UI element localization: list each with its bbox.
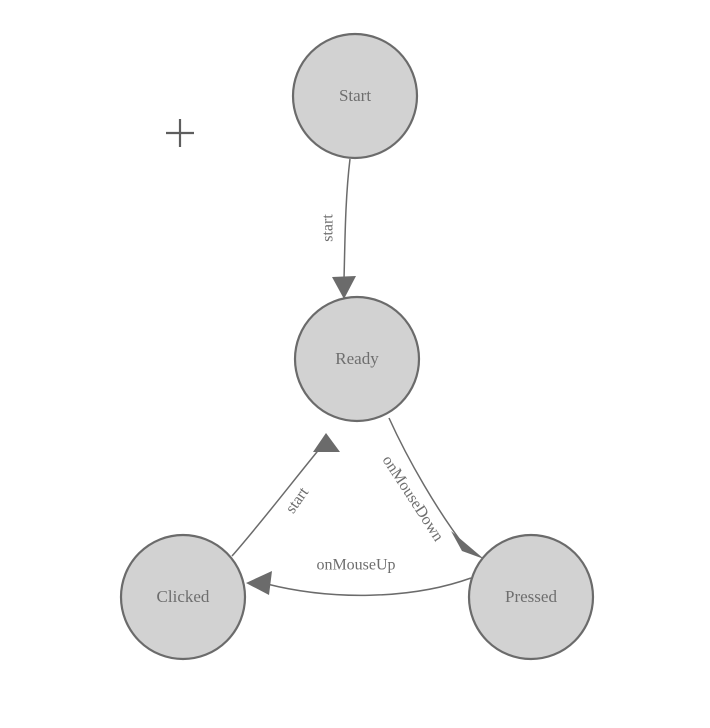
edge-ready-to-pressed[interactable]: onMouseDown xyxy=(379,417,484,559)
edge-ready-to-pressed-arrowhead xyxy=(451,531,484,559)
edge-pressed-to-clicked-path xyxy=(266,577,472,597)
edge-clicked-to-ready[interactable]: start xyxy=(231,433,340,557)
node-start-label: Start xyxy=(339,86,371,105)
edge-clicked-to-ready-path xyxy=(231,440,327,557)
node-ready-label: Ready xyxy=(335,349,379,368)
edge-label-pressed-to-clicked: onMouseUp xyxy=(316,557,395,574)
node-pressed-label: Pressed xyxy=(505,587,557,606)
edge-pressed-to-clicked[interactable]: onMouseUp xyxy=(246,557,472,597)
edge-pressed-to-clicked-arrowhead xyxy=(246,571,272,595)
node-clicked-circle[interactable] xyxy=(119,533,247,661)
node-ready-circle[interactable] xyxy=(293,295,421,423)
edge-start-to-ready-path xyxy=(343,158,351,280)
edge-label-start-to-ready: start xyxy=(320,214,337,242)
edge-start-to-ready[interactable]: start xyxy=(320,158,356,299)
node-clicked[interactable]: Clicked xyxy=(119,533,247,661)
node-clicked-label: Clicked xyxy=(157,587,210,606)
node-pressed-circle[interactable] xyxy=(467,533,595,661)
node-start[interactable]: Start xyxy=(291,32,419,160)
edge-start-to-ready-arrowhead xyxy=(332,276,356,299)
edge-clicked-to-ready-arrowhead xyxy=(313,433,340,452)
plus-marker-icon xyxy=(166,119,194,147)
edge-ready-to-pressed-path xyxy=(388,417,467,549)
node-start-circle[interactable] xyxy=(291,32,419,160)
node-pressed[interactable]: Pressed xyxy=(467,533,595,661)
node-ready[interactable]: Ready xyxy=(293,295,421,423)
